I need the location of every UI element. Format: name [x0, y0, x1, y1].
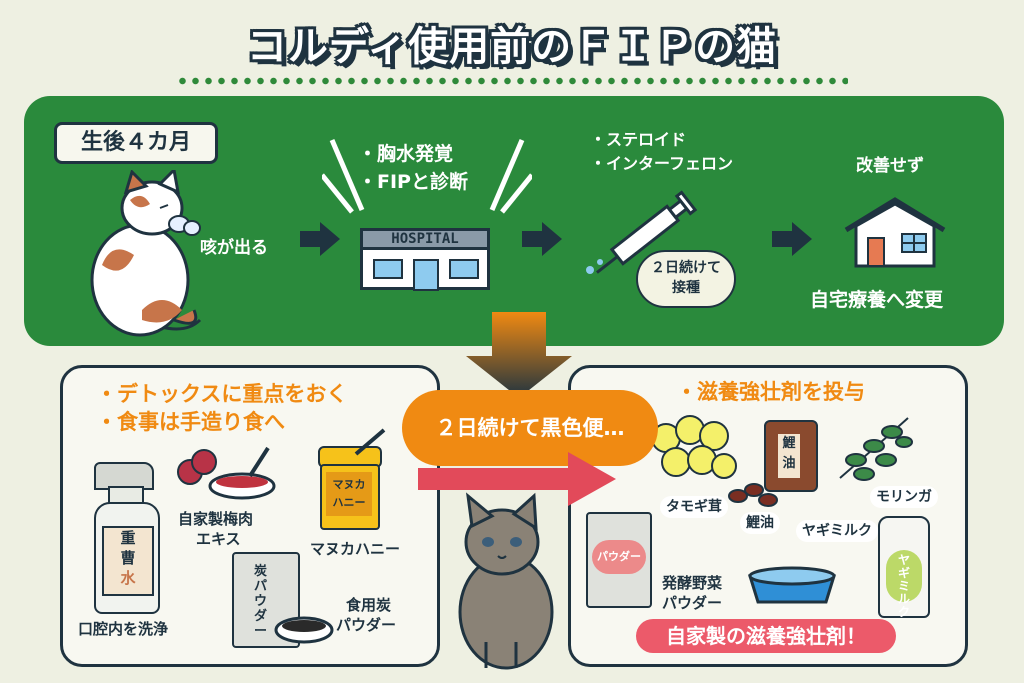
carp-jar-label: 鯉油 — [778, 434, 800, 478]
honey-jar: マヌカ ハニー — [318, 446, 382, 530]
diagnosis-line-2: ・FIPと診断 — [358, 171, 468, 193]
left-heading-1: ・デトックスに重点をおく — [96, 382, 348, 406]
hospital-building: HOSPITAL — [360, 228, 490, 291]
arrow-2-icon — [522, 222, 562, 256]
oral-wash-label: 口腔内を洗浄 — [78, 620, 169, 638]
hospital-window-left — [373, 259, 403, 279]
right-heading: ・滋養強壮剤を投与 — [676, 380, 865, 404]
injection-line-1: ２日続けて — [651, 260, 721, 276]
diagnosis-line-1: ・胸水発覚 — [358, 143, 454, 165]
honey-jar-line-2: ハニー — [332, 496, 366, 509]
charcoal-bowl-icon — [274, 616, 334, 644]
homemade-tonic-banner: 自家製の滋養強壮剤！ — [636, 619, 896, 653]
carp-oil-jar: 鯉油 — [764, 420, 818, 492]
cough-puff-icon — [168, 215, 201, 236]
hospital-door — [413, 259, 439, 291]
arrow-1-icon — [300, 222, 340, 256]
title-dotted-underline — [176, 77, 848, 85]
cloud-text: ２日続けて黒色便… — [435, 416, 625, 440]
injection-bubble: ２日続けて 接種 — [636, 250, 736, 308]
plum-extract-icon — [177, 446, 276, 500]
carp-oil-label: 鯉油 — [740, 512, 780, 534]
emphasis-lines-icon — [322, 139, 532, 214]
moringa-leaves-icon — [839, 417, 913, 481]
moringa-label: モリンガ — [870, 486, 938, 508]
meds-line-2: ・インターフェロン — [590, 154, 734, 173]
carp-oil-capsules-icon — [728, 483, 778, 507]
fermented-line-1: 発酵野菜 — [662, 574, 723, 592]
meds-line-1: ・ステロイド — [590, 130, 687, 149]
spray-label-panel: 重 曹 水 — [102, 526, 154, 596]
plum-line-1: 自家製梅肉 — [178, 510, 254, 528]
tamogi-mushroom-icon — [651, 415, 737, 479]
arrow-3-icon — [772, 222, 812, 256]
pet-bowl-icon — [747, 566, 837, 604]
down-arrow-icon — [466, 312, 572, 398]
fermented-line-2: パウダー — [662, 594, 723, 612]
charcoal-line-2: パウダー — [336, 616, 397, 634]
grey-cat-illustration — [458, 492, 554, 670]
honey-label: マヌカ ハニー — [326, 472, 372, 516]
spray-bottle: 重 曹 水 — [90, 462, 160, 614]
spray-label-3: 水 — [120, 569, 136, 587]
hospital-sign: HOSPITAL — [360, 228, 490, 250]
cough-label: 咳が出る — [200, 238, 268, 258]
black-stool-cloud: ２日続けて黒色便… — [408, 396, 652, 460]
home-icon — [844, 197, 946, 268]
charcoal-line-1: 食用炭 — [346, 596, 392, 614]
injection-line-2: 接種 — [672, 280, 700, 296]
plum-line-2: エキス — [196, 530, 241, 548]
powder-bag: パウダー — [586, 512, 652, 608]
hospital-window-right — [449, 259, 479, 279]
tamogi-label: タモギ茸 — [660, 496, 728, 518]
goat-milk-label: ヤギミルク — [796, 520, 878, 542]
page-title: コルディ使用前のＦＩＰの猫 — [246, 24, 778, 70]
honey-label-text: マヌカハニー — [310, 540, 401, 558]
honey-jar-line-1: マヌカ — [332, 478, 366, 491]
red-arrow-icon — [418, 452, 616, 506]
syringe-icon — [586, 190, 698, 274]
spray-label-1: 重 — [120, 529, 136, 547]
powder-bag-label: パウダー — [592, 540, 646, 574]
goat-milk-bottle: ヤギミルク — [878, 516, 930, 619]
charcoal-bag-label: 炭パウダー — [254, 564, 268, 639]
honey-dipper-icon — [354, 428, 386, 456]
home-care-label: 自宅療養へ変更 — [810, 289, 944, 311]
no-improve-label: 改善せず — [856, 156, 924, 176]
left-heading-2: ・食事は手造り食へ — [96, 410, 285, 434]
calico-cat-illustration — [90, 170, 202, 337]
spray-label-2: 曹 — [120, 549, 136, 567]
age-tag: 生後４カ月 — [54, 122, 218, 164]
goat-bottle-label: ヤギミルク — [886, 550, 922, 619]
